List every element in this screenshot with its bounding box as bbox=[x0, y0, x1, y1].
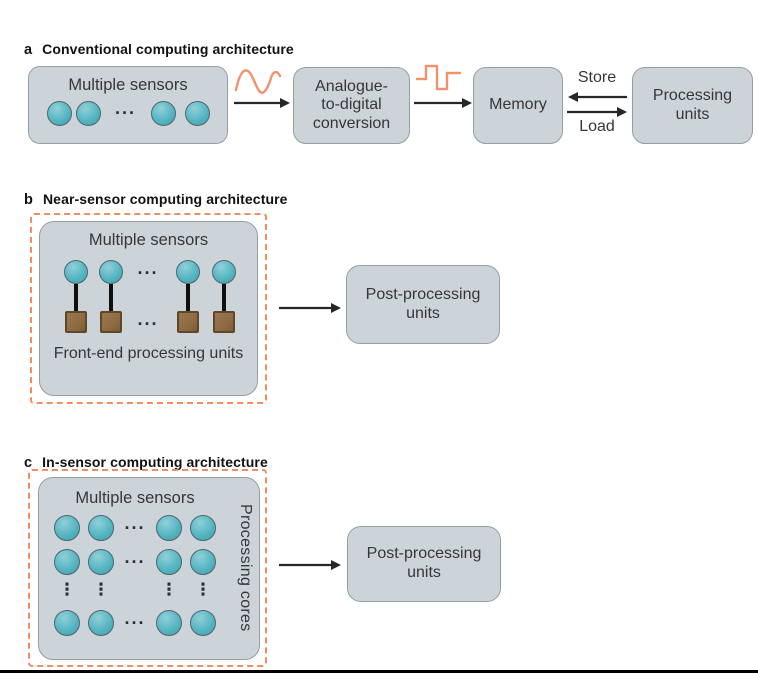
multiple-sensors-label-a: Multiple sensors bbox=[68, 76, 188, 94]
sensor-grid-vdots-row: ⋮ ⋮ ⋮ ⋮ bbox=[39, 582, 231, 599]
multiple-sensors-label-b: Multiple sensors bbox=[88, 231, 209, 249]
adc-line-1: Analogue- bbox=[315, 77, 388, 95]
analog-wave-icon bbox=[234, 69, 282, 94]
sensor-circle bbox=[212, 260, 236, 284]
connector-stem bbox=[109, 284, 113, 311]
ellipsis-horizontal: ··· bbox=[124, 612, 146, 633]
bottom-divider bbox=[0, 670, 758, 673]
panel-a-title-text: Conventional computing architecture bbox=[42, 40, 294, 57]
memory-box: Memory bbox=[473, 67, 563, 144]
connector-stem bbox=[74, 284, 78, 311]
in-sensor-dashed-border bbox=[28, 469, 267, 667]
ellipsis-horizontal: ··· bbox=[124, 517, 146, 538]
adc-line-3: conversion bbox=[312, 114, 391, 132]
sensor-grid-row: ··· bbox=[39, 549, 231, 575]
ellipsis-vertical: ⋮ bbox=[194, 580, 212, 600]
digital-wave-icon bbox=[415, 64, 462, 91]
ellipsis-horizontal: ··· bbox=[115, 103, 136, 124]
panel-b-title-text: Near-sensor computing architecture bbox=[42, 190, 288, 207]
processing-cores-label: Processing cores bbox=[237, 504, 254, 632]
memory-label: Memory bbox=[489, 96, 547, 114]
frontend-chip bbox=[100, 311, 122, 333]
sensor-circle bbox=[190, 515, 216, 541]
arrow-adc-to-memory bbox=[414, 98, 472, 108]
processing-units-box: Processing units bbox=[632, 67, 753, 144]
post-line-1: Post-processing bbox=[365, 285, 481, 303]
sensor-circle bbox=[156, 610, 182, 636]
adc-line-2: to-digital bbox=[321, 96, 382, 114]
load-label: Load bbox=[579, 118, 615, 135]
arrow-load bbox=[567, 107, 627, 117]
adc-box: Analogue- to-digital conversion bbox=[293, 67, 410, 144]
arrow-sensors-to-adc bbox=[234, 98, 290, 108]
arrow-to-postprocessing-c bbox=[279, 560, 341, 570]
sensor-grid-row: ··· bbox=[39, 610, 231, 636]
panel-b-title: b Near-sensor computing architecture bbox=[24, 191, 288, 208]
sensor-frontend-unit bbox=[62, 260, 90, 333]
post-line-1: Post-processing bbox=[366, 545, 482, 563]
sensor-circle bbox=[54, 610, 80, 636]
sensor-circle bbox=[88, 610, 114, 636]
frontend-line-1: Front-end bbox=[53, 345, 124, 362]
frontend-processing-label: Front-end processing units bbox=[40, 345, 257, 364]
near-sensor-box: Multiple sensors ··· ··· bbox=[39, 221, 258, 396]
multiple-sensors-label-c: Multiple sensors bbox=[75, 489, 195, 507]
frontend-chip bbox=[213, 311, 235, 333]
frontend-line-2: processing units bbox=[127, 345, 244, 362]
processing-line-1: Processing bbox=[652, 86, 733, 104]
ellipsis-vertical: ⋮ bbox=[58, 580, 76, 600]
ellipsis-vertical: ⋮ bbox=[92, 580, 110, 600]
sensor-circle bbox=[88, 549, 114, 575]
connector-stem bbox=[222, 284, 226, 311]
sensor-circle bbox=[54, 515, 80, 541]
post-processing-box-c: Post-processing units bbox=[347, 526, 501, 602]
sensor-row-a: ··· bbox=[46, 101, 210, 127]
panel-c-title-text: In-sensor computing architecture bbox=[42, 453, 268, 470]
arrow-store bbox=[568, 92, 627, 102]
post-line-2: units bbox=[406, 304, 440, 322]
store-label: Store bbox=[577, 69, 617, 86]
frontend-chip bbox=[65, 311, 87, 333]
sensor-circle bbox=[176, 260, 200, 284]
multiple-sensors-box-a: Multiple sensors ··· bbox=[28, 66, 228, 144]
sensor-circle bbox=[54, 549, 80, 575]
sensor-frontend-unit bbox=[97, 260, 125, 333]
sensor-circle bbox=[190, 610, 216, 636]
processing-line-2: units bbox=[675, 105, 710, 123]
post-line-2: units bbox=[407, 564, 441, 581]
sensor-grid-row: ··· bbox=[39, 515, 231, 541]
sensor-circle bbox=[46, 101, 72, 127]
arrow-to-postprocessing-b bbox=[279, 303, 341, 313]
frontend-chip bbox=[177, 311, 199, 333]
post-processing-box-b: Post-processing units bbox=[346, 265, 500, 344]
sensor-circle bbox=[88, 515, 114, 541]
ellipsis-horizontal: ··· bbox=[137, 263, 159, 283]
panel-c-title: c In-sensor computing architecture bbox=[24, 454, 268, 471]
in-sensor-box: Multiple sensors ··· ··· ⋮ ⋮ ⋮ ⋮ bbox=[38, 477, 260, 660]
panel-a-letter: a bbox=[24, 41, 33, 58]
connector-stem bbox=[186, 284, 190, 311]
sensor-circle bbox=[184, 101, 210, 127]
sensor-circle bbox=[156, 549, 182, 575]
sensor-circle bbox=[64, 260, 88, 284]
sensor-frontend-unit bbox=[174, 260, 202, 333]
panel-a-title: a Conventional computing architecture bbox=[24, 41, 294, 58]
near-sensor-dashed-border bbox=[30, 213, 267, 404]
ellipsis-vertical: ⋮ bbox=[160, 580, 178, 600]
sensor-frontend-unit bbox=[210, 260, 238, 333]
ellipsis-horizontal: ··· bbox=[124, 551, 146, 572]
panel-b-letter: b bbox=[24, 191, 33, 208]
sensor-circle bbox=[99, 260, 123, 284]
ellipsis-horizontal: ··· bbox=[137, 314, 159, 334]
sensor-circle bbox=[156, 515, 182, 541]
panel-c-letter: c bbox=[24, 454, 33, 471]
sensor-circle bbox=[190, 549, 216, 575]
sensor-circle bbox=[150, 101, 176, 127]
sensor-circle bbox=[75, 101, 101, 127]
